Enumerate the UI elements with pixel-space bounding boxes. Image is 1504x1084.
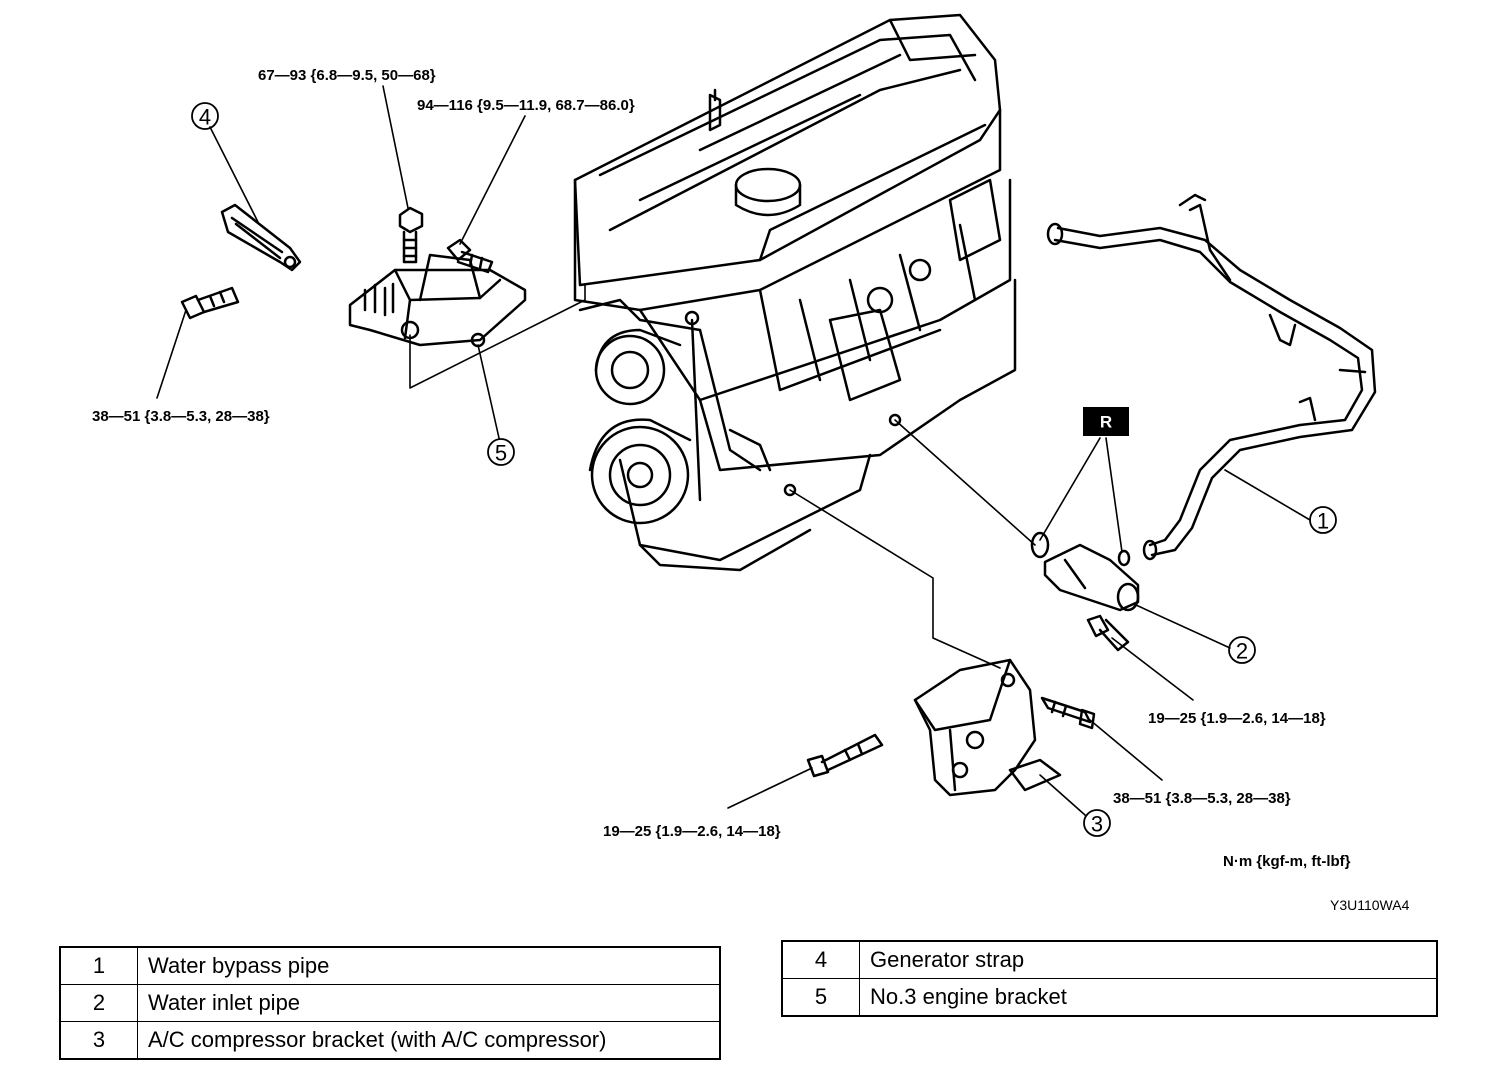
legend-number: 3: [59, 1021, 138, 1060]
units-label: N·m {kgf-m, ft-lbf}: [1223, 853, 1351, 870]
water-inlet-pipe-part: [1030, 531, 1140, 652]
water-bypass-pipe-part: [1046, 193, 1377, 561]
torque-spec-bracket-left-bolt: 19—25 {1.9—2.6, 14—18}: [603, 823, 781, 840]
legend-number: 5: [781, 978, 860, 1017]
callout-circles: [191, 102, 1337, 837]
torque-spec-upper-bolt: 94—116 {9.5—11.9, 68.7—86.0}: [417, 97, 635, 114]
callout-3: 3: [1091, 812, 1103, 837]
figure-code: Y3U110WA4: [1330, 897, 1410, 913]
legend-row: 2 Water inlet pipe: [59, 984, 721, 1022]
parts-legend-left: 1 Water bypass pipe 2 Water inlet pipe 3…: [59, 946, 721, 1060]
callout-circle-4: [191, 102, 219, 130]
torque-spec-inlet-bolt: 19—25 {1.9—2.6, 14—18}: [1148, 710, 1326, 727]
legend-label: Water inlet pipe: [137, 984, 721, 1022]
legend-row: 5 No.3 engine bracket: [781, 978, 1438, 1017]
callout-1: 1: [1317, 509, 1329, 534]
replace-marker: R: [1100, 413, 1112, 432]
legend-row: 1 Water bypass pipe: [59, 946, 721, 985]
callout-circle-1: [1309, 506, 1337, 534]
generator-strap-part: [180, 203, 302, 320]
legend-number: 2: [59, 984, 138, 1022]
callout-5: 5: [495, 441, 507, 466]
engine-bracket-part: [348, 206, 527, 348]
parts-legend-right: 4 Generator strap 5 No.3 engine bracket: [781, 940, 1438, 1017]
engine-exploded-diagram: 1 2 3 4 5 R 67—93 {6.8—9.5, 50—68} 94—11…: [92, 13, 1410, 913]
legend-number: 4: [781, 940, 860, 979]
legend-label: Water bypass pipe: [137, 946, 721, 985]
legend-label: No.3 engine bracket: [859, 978, 1438, 1017]
legend-label: Generator strap: [859, 940, 1438, 979]
callout-2: 2: [1236, 639, 1248, 664]
callout-circle-3: [1083, 809, 1111, 837]
callout-4: 4: [199, 105, 211, 130]
legend-row: 3 A/C compressor bracket (with A/C compr…: [59, 1021, 721, 1060]
legend-number: 1: [59, 946, 138, 985]
engine-block: [573, 13, 1017, 572]
leader-lines: [156, 85, 1311, 816]
torque-spec-top-bolt: 67—93 {6.8—9.5, 50—68}: [258, 67, 436, 84]
torque-spec-strap-bolt: 38—51 {3.8—5.3, 28—38}: [92, 408, 270, 425]
torque-spec-bracket-right-bolt: 38—51 {3.8—5.3, 28—38}: [1113, 790, 1291, 807]
ac-compressor-bracket-part: [806, 658, 1096, 797]
legend-row: 4 Generator strap: [781, 940, 1438, 979]
callout-circle-2: [1228, 636, 1256, 664]
replace-marker-box: [1083, 407, 1129, 436]
legend-label: A/C compressor bracket (with A/C compres…: [137, 1021, 721, 1060]
callout-circle-5: [487, 438, 515, 466]
